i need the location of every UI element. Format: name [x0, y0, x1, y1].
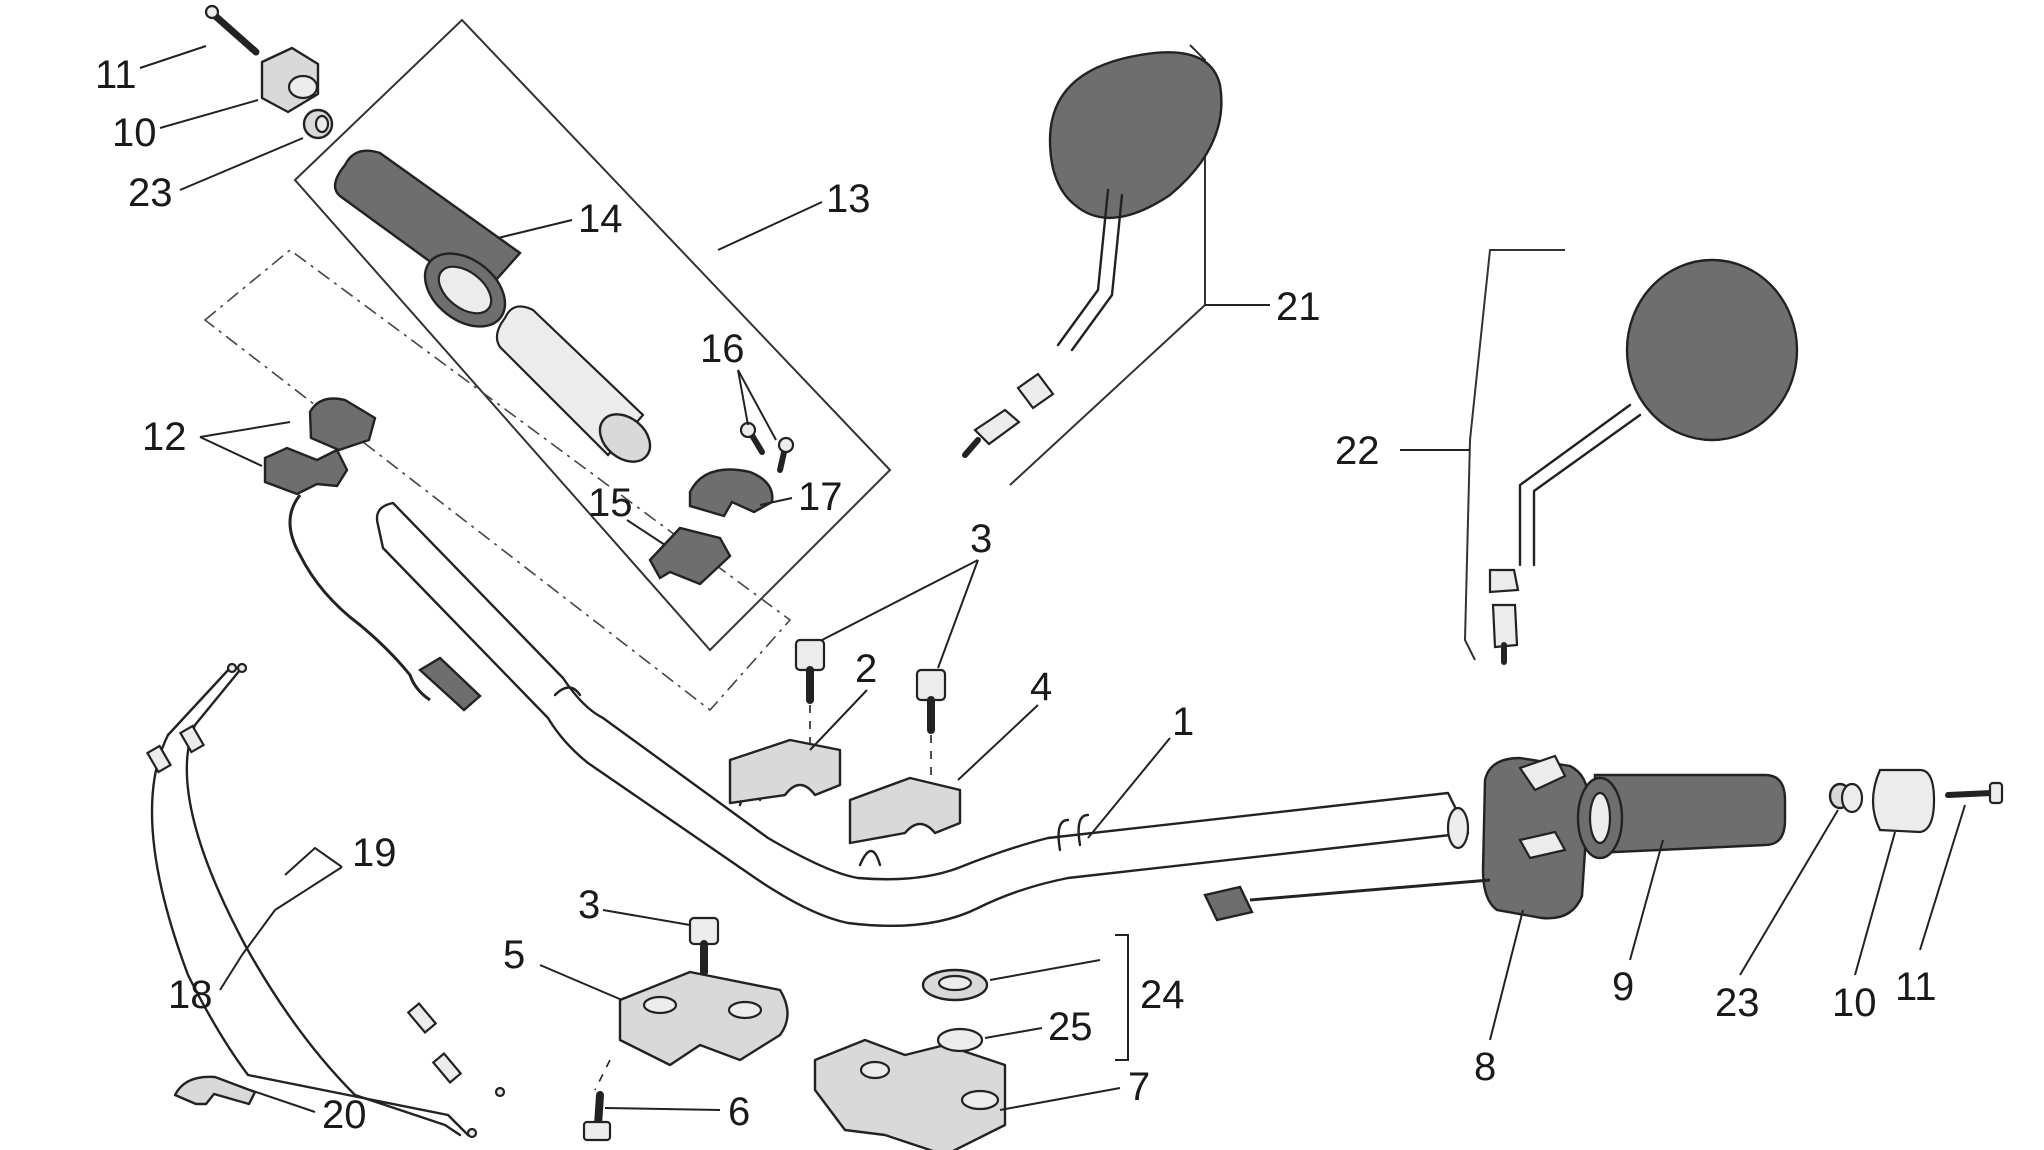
bar-end-screw-left — [204, 4, 260, 56]
throttle-housing-upper-17 — [688, 468, 774, 518]
callout-23-right: 23 — [1715, 981, 1760, 1025]
bar-end-screw-right — [1945, 781, 2004, 805]
callout-6: 6 — [728, 1090, 750, 1134]
callout-16: 16 — [700, 327, 745, 371]
callout-24: 24 — [1140, 973, 1185, 1017]
callout-3-lower: 3 — [578, 883, 600, 927]
riser-5 — [618, 970, 789, 1067]
bolt-6 — [582, 1091, 612, 1142]
upper-clamp-4 — [848, 776, 962, 845]
callout-1: 1 — [1172, 700, 1194, 744]
callout-12: 12 — [142, 415, 187, 459]
throttle-grip-kit-frame — [293, 18, 892, 652]
callout-25: 25 — [1048, 1005, 1093, 1049]
right-mirror-bracket — [1463, 249, 1565, 661]
callout-13: 13 — [826, 177, 871, 221]
switch-assembly-dashed-frame — [203, 248, 792, 712]
handlebar — [375, 501, 1470, 928]
right-switch-housing-8 — [1203, 754, 1590, 922]
switch-unit-12 — [263, 397, 482, 712]
callout-8: 8 — [1474, 1045, 1496, 1089]
bar-end-spacer-right — [1828, 782, 1864, 814]
left-mirror-bracket — [1009, 44, 1206, 486]
callout-5: 5 — [503, 933, 525, 977]
callout-10-left: 10 — [112, 111, 157, 155]
callout-21: 21 — [1276, 285, 1321, 329]
callout-11-right: 11 — [1895, 965, 1937, 1009]
bracket-24 — [1115, 934, 1129, 1061]
bar-end-spacer-left — [302, 108, 334, 140]
left-mirror — [962, 51, 1223, 458]
callout-9: 9 — [1612, 965, 1634, 1009]
clamp-screw-3a — [794, 638, 826, 704]
callout-2: 2 — [855, 647, 877, 691]
callout-11-left: 11 — [95, 53, 137, 97]
screws-16 — [739, 421, 795, 473]
throttle-tube — [495, 305, 652, 463]
o-ring-25 — [936, 1027, 984, 1053]
leader-lines — [139, 45, 1966, 1113]
clamp-screw-3c — [688, 916, 720, 976]
callout-19: 19 — [352, 831, 397, 875]
riser-base-7 — [813, 1038, 1007, 1150]
callout-14: 14 — [578, 197, 623, 241]
callout-3-upper: 3 — [970, 517, 992, 561]
screw-axis-6 — [594, 1059, 611, 1091]
throttle-cables — [145, 662, 506, 1139]
left-grip — [333, 149, 522, 328]
upper-clamp-2 — [728, 738, 842, 805]
callout-20: 20 — [322, 1093, 367, 1137]
callout-17: 17 — [798, 475, 843, 519]
grommet-24 — [921, 968, 989, 1002]
callout-7: 7 — [1128, 1065, 1150, 1109]
throttle-housing-lower-15 — [648, 526, 732, 586]
right-grip-9 — [1576, 773, 1787, 860]
callout-15: 15 — [588, 481, 633, 525]
clamp-screw-3b — [915, 668, 947, 734]
cable-bracket-20 — [173, 1075, 257, 1106]
right-mirror — [1488, 258, 1799, 665]
bar-end-weight-right — [1871, 768, 1936, 834]
callout-10-right: 10 — [1832, 981, 1877, 1025]
callout-18: 18 — [168, 973, 213, 1017]
callout-22: 22 — [1335, 429, 1380, 473]
callout-23-left: 23 — [128, 171, 173, 215]
bar-end-weight-left — [260, 46, 320, 114]
callout-4: 4 — [1030, 665, 1052, 709]
